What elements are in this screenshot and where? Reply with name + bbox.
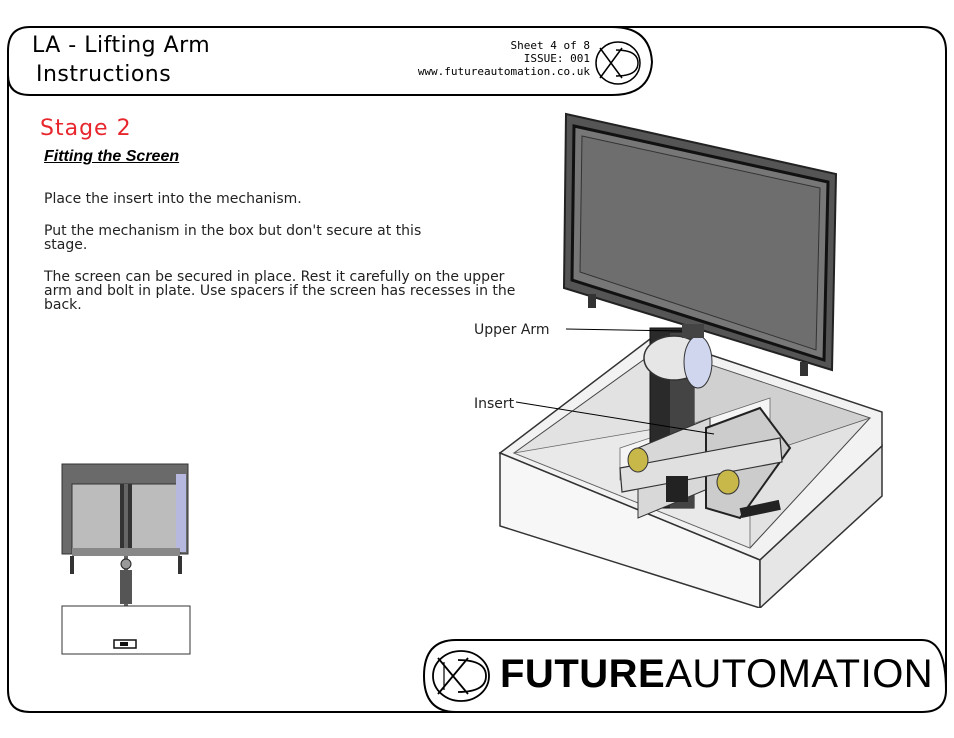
- issue-number: ISSUE: 001: [523, 52, 590, 65]
- brand-bold: FUTURE: [500, 652, 666, 696]
- instruction-3: The screen can be secured in place. Rest…: [44, 269, 516, 313]
- brand-regular: AUTOMATION: [665, 652, 934, 696]
- document-subtitle: Instructions: [36, 62, 172, 87]
- lifting-arm-assembly-illustration: [498, 112, 883, 608]
- stage-subtitle: Fitting the Screen: [44, 148, 180, 165]
- callout-upper-arm: Upper Arm: [474, 322, 550, 338]
- future-automation-logo-icon: [595, 41, 641, 85]
- front-view-illustration: [61, 463, 191, 655]
- instruction-1: Place the insert into the mechanism.: [44, 191, 302, 207]
- footer-logo-icon: [432, 650, 490, 702]
- sheet-number: Sheet 4 of 8: [510, 39, 590, 52]
- instruction-2: Put the mechanism in the box but don't s…: [44, 223, 422, 253]
- document-title: LA - Lifting Arm: [32, 33, 211, 58]
- brand-wordmark: FUTUREAUTOMATION: [500, 652, 933, 697]
- callout-insert: Insert: [474, 396, 515, 412]
- stage-title: Stage 2: [40, 116, 132, 141]
- website-url[interactable]: www.futureautomation.co.uk: [417, 65, 590, 78]
